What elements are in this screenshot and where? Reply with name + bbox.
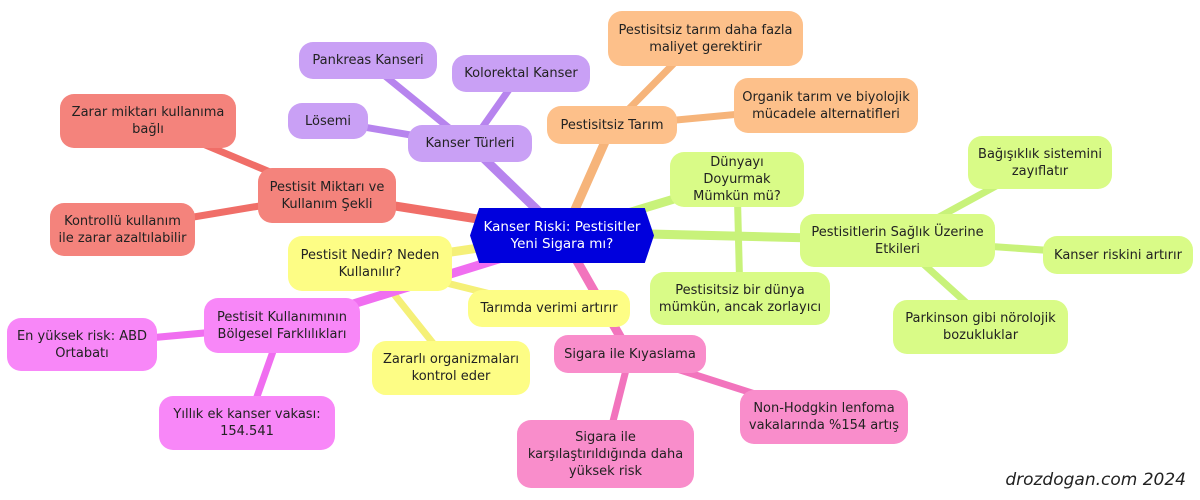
leaf-higher-cost: Pestisitsiz tarım daha fazla maliyet ger… [608,11,803,66]
leaf-controls-pests: Zararlı organizmaları kontrol eder [372,341,530,395]
branch-cancer-types: Kanser Türleri [408,125,532,162]
leaf-higher-than-smoking: Sigara ile karşılaştırıldığında daha yük… [517,420,694,488]
leaf-controlled-use: Kontrollü kullanım ile zarar azaltılabil… [50,203,195,256]
leaf-dose-dependent: Zarar miktarı kullanıma bağlı [60,94,236,148]
leaf-annual-cases: Yıllık ek kanser vakası: 154.541 [159,396,335,450]
branch-feed-world: Dünyayı Doyurmak Mümkün mü? [670,152,804,207]
branch-what-is-pesticide: Pestisit Nedir? Neden Kullanılır? [288,236,452,291]
branch-pesticide-free: Pestisitsiz Tarım [547,106,677,144]
leaf-pesticide-free-world: Pestisitsiz bir dünya mümkün, ancak zorl… [650,272,830,325]
branch-health-effects: Pestisitlerin Sağlık Üzerine Etkileri [800,214,995,267]
leaf-pancreas-cancer: Pankreas Kanseri [299,42,437,79]
leaf-nhl-increase: Non-Hodgkin lenfoma vakalarında %154 art… [740,390,908,444]
branch-regional-differences: Pestisit Kullanımının Bölgesel Farklılık… [204,298,360,353]
branch-smoking-comparison: Sigara ile Kıyaslama [554,335,706,373]
leaf-organic-alternatives: Organik tarım ve biyolojik mücadele alte… [734,78,918,133]
leaf-leukemia: Lösemi [288,103,368,139]
leaf-parkinson: Parkinson gibi nörolojik bozukluklar [893,300,1068,354]
leaf-increases-cancer-risk: Kanser riskini artırır [1043,236,1193,274]
watermark: drozdogan.com 2024 [1005,470,1186,490]
leaf-weakens-immune: Bağışıklık sistemini zayıflatır [968,136,1112,189]
center-node: Kanser Riski: Pestisitler Yeni Sigara mı… [470,208,654,263]
leaf-us-midwest: En yüksek risk: ABD Ortabatı [7,318,157,371]
branch-amount-usage: Pestisit Miktarı ve Kullanım Şekli [258,168,396,223]
leaf-increases-yield: Tarımda verimi artırır [468,290,630,327]
leaf-colorectal-cancer: Kolorektal Kanser [452,55,590,92]
